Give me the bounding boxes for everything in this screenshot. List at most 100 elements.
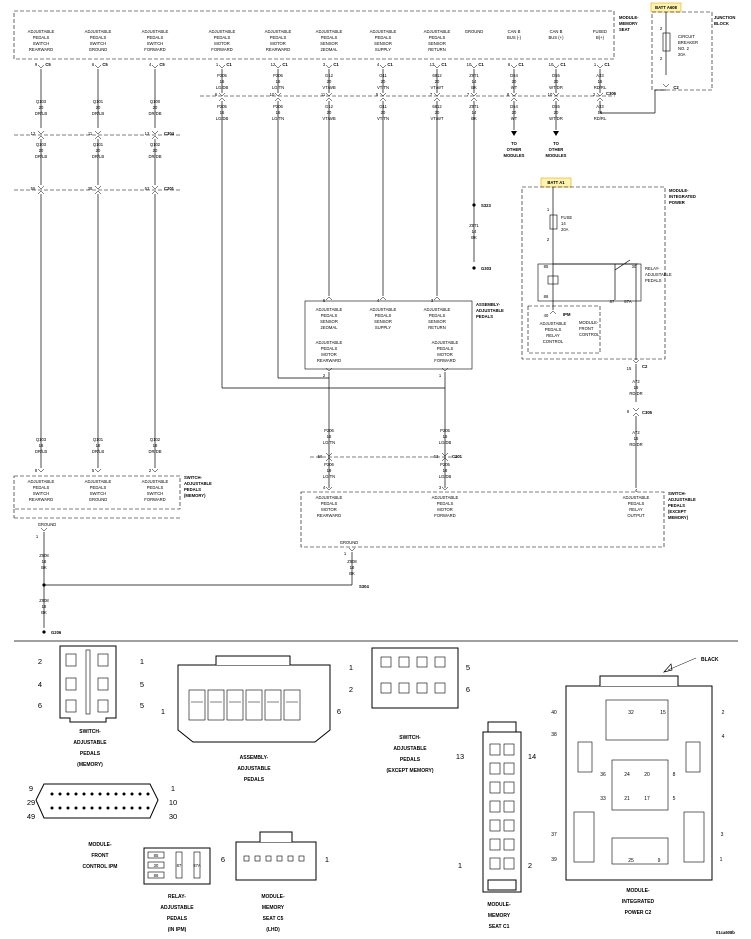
relay-label: ADJUSTABLE bbox=[645, 272, 672, 277]
c2-block bbox=[683, 811, 705, 863]
wire-label: 20 bbox=[96, 105, 101, 110]
c2-block bbox=[573, 811, 595, 863]
switch-pin-label: MOTOR bbox=[437, 507, 453, 512]
cavity bbox=[489, 819, 501, 832]
pin-number: 30 bbox=[169, 812, 177, 821]
pin-number: 3 bbox=[323, 62, 326, 67]
c2-block bbox=[685, 741, 701, 773]
connector-label: MEMORY bbox=[488, 913, 511, 919]
connector-symbol bbox=[151, 130, 159, 135]
wire-label: LG/TN bbox=[323, 440, 335, 445]
connector-id: C5 bbox=[45, 62, 51, 67]
pin-number: 6 bbox=[323, 298, 326, 303]
wire-label: Z971 bbox=[469, 223, 479, 228]
front-control-module-outline bbox=[527, 305, 601, 354]
cavity bbox=[503, 762, 515, 775]
cavity bbox=[106, 806, 110, 810]
connector-label: MODULE- bbox=[261, 894, 285, 900]
module-pin-label: ADJUSTABLE bbox=[209, 29, 236, 34]
connector-symbol bbox=[433, 64, 441, 69]
sensor-label: SENSOR bbox=[320, 319, 338, 324]
connector-symbol bbox=[325, 457, 333, 462]
connector-symbol bbox=[94, 468, 102, 473]
pin-number: 86 bbox=[544, 294, 549, 299]
pin-number: 24 bbox=[624, 772, 630, 778]
pin-number: 3 bbox=[721, 832, 724, 838]
connector-symbol bbox=[596, 92, 604, 97]
connector-symbol bbox=[151, 190, 159, 195]
pin-number: 85 bbox=[544, 264, 549, 269]
connector-id: C1 bbox=[387, 62, 393, 67]
wire-label: G12 bbox=[325, 73, 334, 78]
pin-number: 5 bbox=[376, 92, 379, 97]
connector-symbol bbox=[325, 92, 333, 97]
connector-symbol bbox=[552, 92, 560, 97]
black-pointer bbox=[667, 657, 697, 671]
pin-number: 9 bbox=[658, 858, 661, 864]
wire-label: Z908 bbox=[39, 553, 49, 558]
pin-number: 7 bbox=[430, 92, 433, 97]
connector-label: (IN IPM) bbox=[168, 927, 187, 933]
wire-label: Q101 bbox=[93, 437, 104, 442]
pin-number: 1 bbox=[349, 663, 353, 672]
module-pin-label: FORWARD bbox=[144, 47, 165, 52]
switch-memory-connector bbox=[59, 645, 117, 723]
pin-number: 11 bbox=[321, 92, 326, 97]
switch-pin-label: SWITCH bbox=[90, 491, 107, 496]
front-control-ipm-connector bbox=[35, 783, 159, 819]
wire-label: 16 bbox=[634, 436, 639, 441]
connector-symbol bbox=[37, 185, 45, 190]
connector-id: C5 bbox=[159, 62, 165, 67]
color-tag: BLACK bbox=[701, 657, 719, 663]
pin-number: 4 bbox=[38, 680, 42, 689]
connector-symbol bbox=[348, 547, 356, 552]
cavity bbox=[276, 855, 283, 862]
connector-symbol bbox=[632, 412, 640, 417]
relay-control-label: ADJUSTABLE bbox=[540, 321, 567, 326]
ground-g206 bbox=[42, 630, 46, 634]
cavity bbox=[114, 806, 118, 810]
sensor-label: RETURN bbox=[428, 325, 445, 330]
ground-id: G303 bbox=[481, 266, 492, 271]
cavity bbox=[138, 806, 142, 810]
switch-memory-outline bbox=[13, 475, 181, 510]
switch-pin-label: PEDALS bbox=[147, 485, 164, 490]
wire-label: D55 bbox=[552, 73, 560, 78]
module-pin-label: ADJUSTABLE bbox=[142, 29, 169, 34]
module-title: MODULE- bbox=[619, 15, 639, 20]
wire-label: LG/DB bbox=[216, 85, 229, 90]
wire-label: WT bbox=[511, 85, 518, 90]
pin-number: 55 bbox=[31, 186, 36, 191]
pin-number: 37 bbox=[551, 832, 557, 838]
wire-label: LG/DB bbox=[439, 474, 452, 479]
connector-symbol bbox=[433, 296, 441, 301]
figure-id: 01ca608b bbox=[716, 930, 735, 935]
connector-symbol bbox=[470, 97, 478, 102]
switch-memory-title: (MEMORY) bbox=[184, 493, 206, 498]
pin-number: 4 bbox=[323, 485, 326, 490]
cavity bbox=[283, 689, 301, 721]
cavity bbox=[398, 682, 410, 694]
pin-number: 11 bbox=[88, 131, 93, 136]
connector-id: C306 bbox=[606, 91, 617, 96]
wire-label: DR/LB bbox=[92, 111, 105, 116]
wire-label: WT/DR bbox=[549, 85, 563, 90]
connector-label: SWITCH- bbox=[79, 729, 101, 735]
wire-label: 18 bbox=[39, 443, 44, 448]
module-pin-label: ADJUSTABLE bbox=[265, 29, 292, 34]
connector-symbol bbox=[274, 92, 282, 97]
relay-coil bbox=[547, 275, 559, 285]
cavity bbox=[122, 792, 126, 796]
front-control-label: FRONT bbox=[579, 326, 594, 331]
cavity bbox=[503, 819, 515, 832]
cavity bbox=[65, 699, 77, 713]
module-pin-label: B(+) bbox=[596, 35, 605, 40]
switch-pin-label: PEDALS bbox=[628, 501, 645, 506]
connector-symbol bbox=[274, 64, 282, 69]
pin-number: 10 bbox=[467, 62, 472, 67]
connector-symbol bbox=[552, 64, 560, 69]
switch-pin-label: ADJUSTABLE bbox=[142, 479, 169, 484]
connector-symbol bbox=[37, 130, 45, 135]
wire-label: 20 bbox=[96, 148, 101, 153]
